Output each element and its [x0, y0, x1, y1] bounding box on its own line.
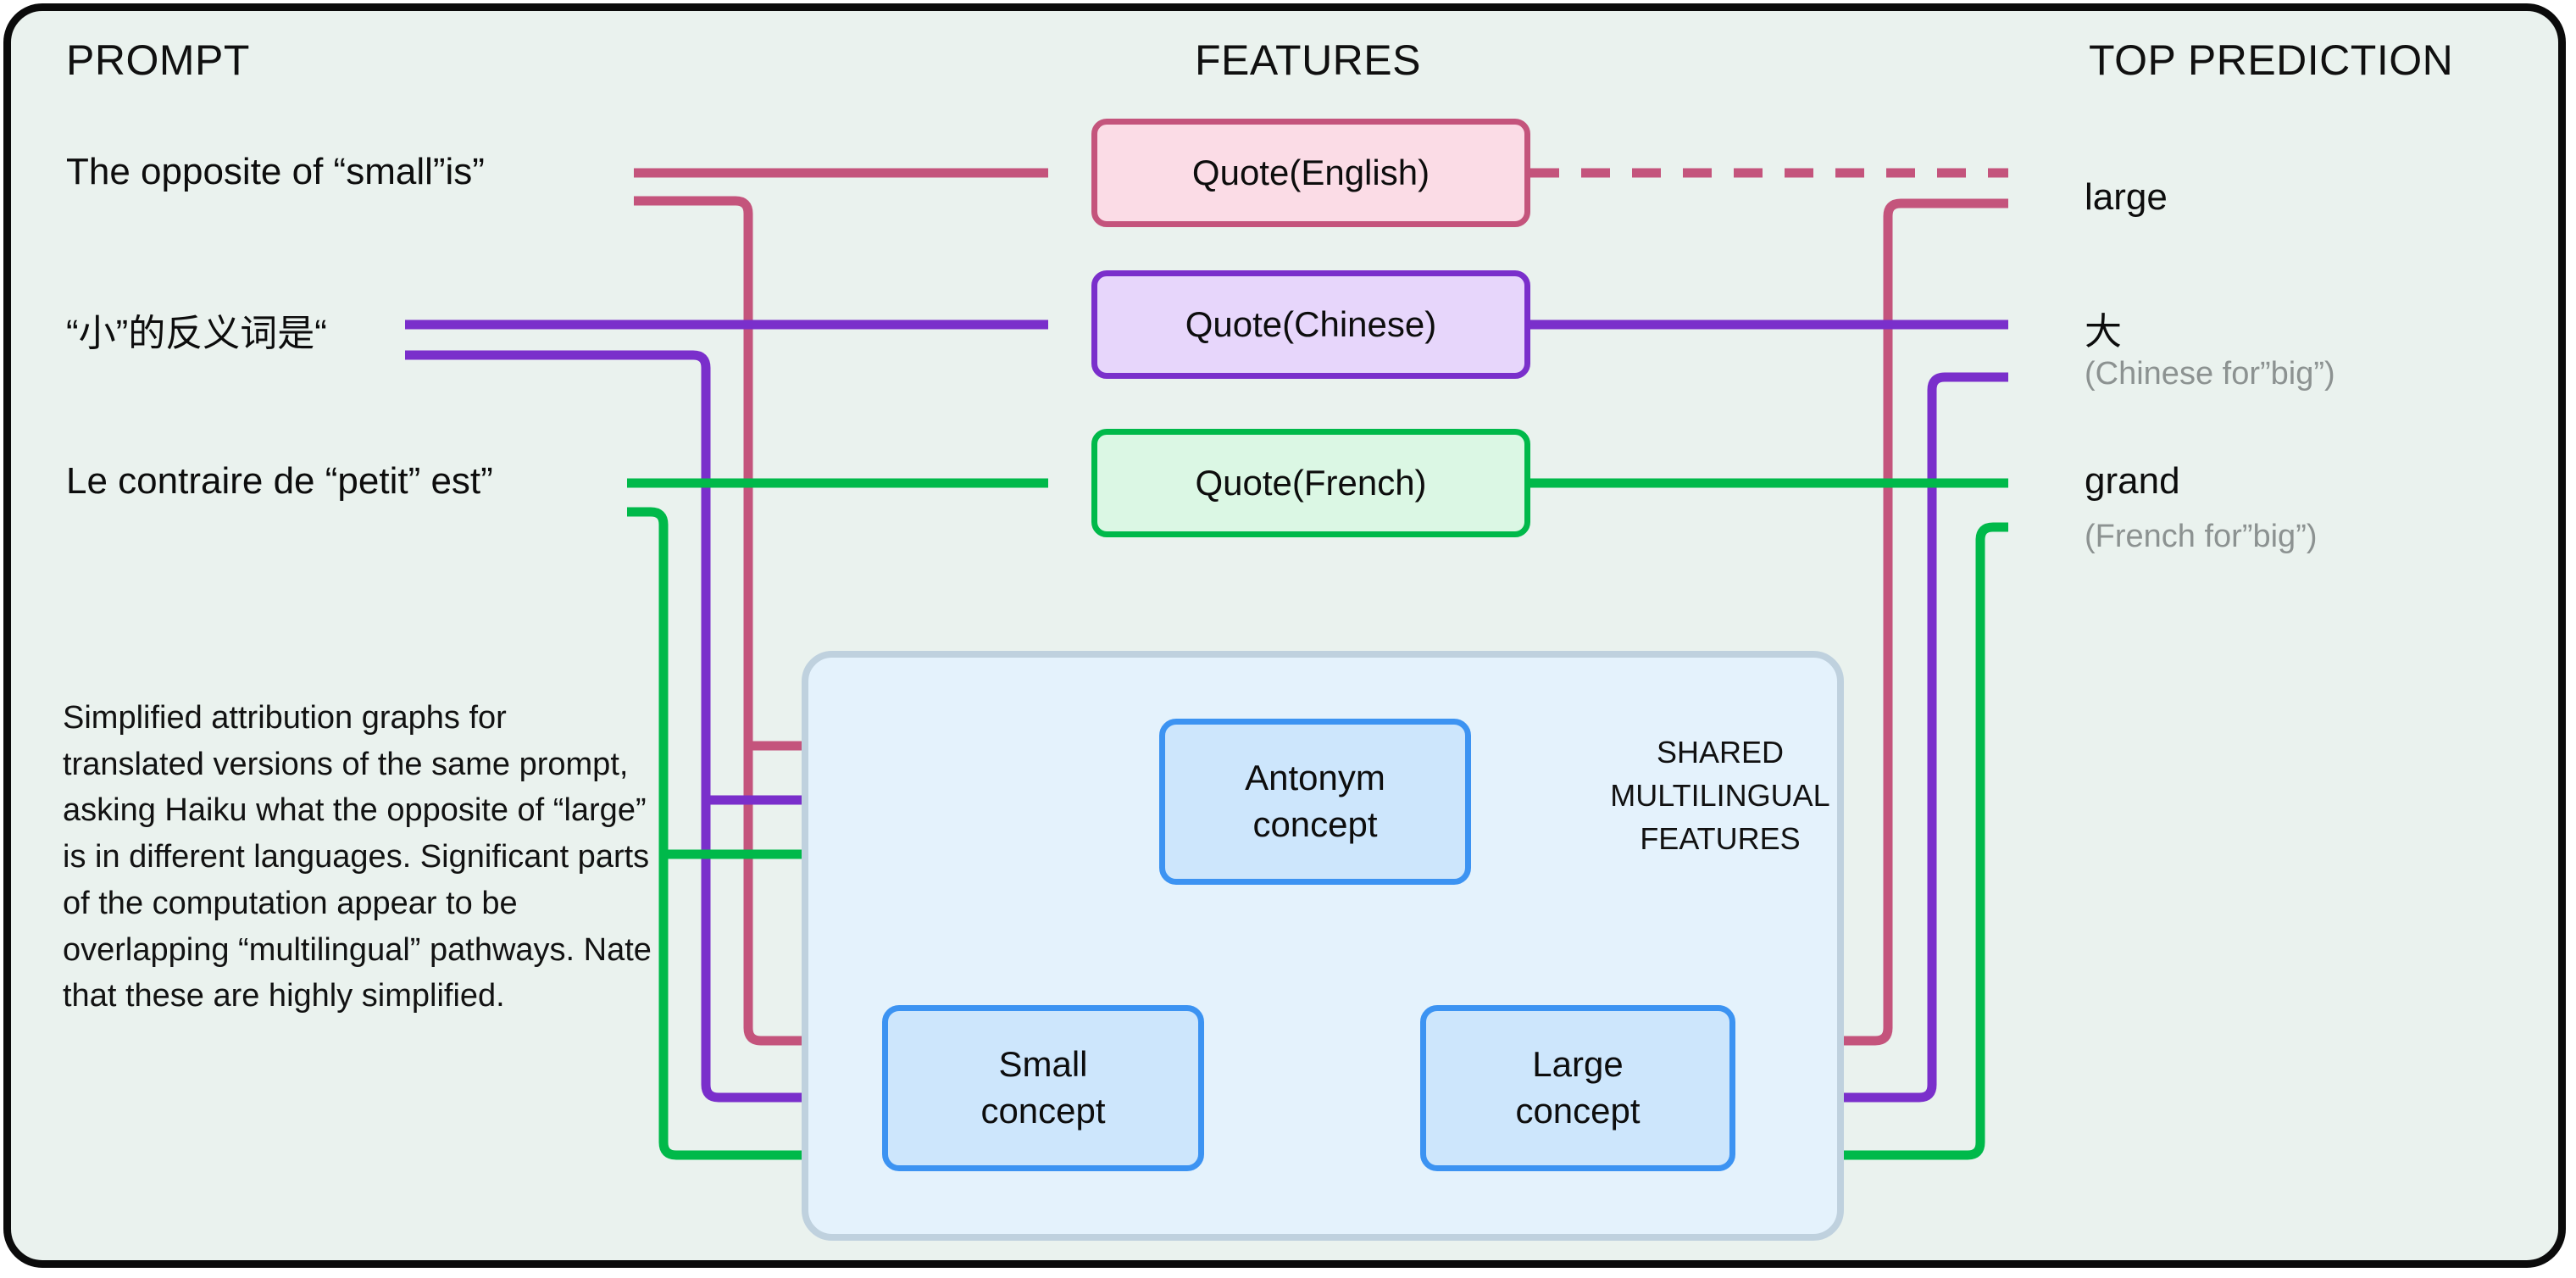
column-header-prompt: PROMPT: [66, 36, 250, 84]
wire-chinese-large-concept-to-prediction: [1731, 372, 2008, 1103]
wire-french-prompt-to-small: [658, 854, 847, 1160]
feature-box-quote-chinese[interactable]: Quote(Chinese): [1091, 270, 1530, 379]
wire-french-large-concept-to-prediction: [1731, 522, 2008, 1160]
feature-box-quote-english[interactable]: Quote(English): [1091, 119, 1530, 227]
concept-box-large[interactable]: Large concept: [1420, 1005, 1735, 1171]
wire-english-prompt-to-antonym: [634, 196, 1123, 751]
wire-chinese-prompt-to-small: [701, 800, 847, 1103]
prompt-text-english: The opposite of “small”is”: [66, 151, 485, 192]
wire-french-prompt-to-antonym: [627, 507, 1123, 859]
concept-box-antonym[interactable]: Antonym concept: [1159, 719, 1471, 885]
diagram-caption: Simplified attribution graphs for transl…: [63, 700, 652, 1014]
wire-english-large-concept-to-prediction: [1731, 198, 2008, 1046]
prediction-grand-gloss: (French for”big”): [2085, 519, 2318, 554]
wire-chinese-prompt-to-antonym: [405, 350, 1123, 805]
prediction-da: 大: [2085, 311, 2122, 353]
shared-multilingual-label: SHARED MULTILINGUAL FEATURES: [1610, 735, 1830, 857]
prompt-text-french: Le contraire de “petit” est”: [66, 460, 493, 502]
prompt-text-chinese: “小”的反义词是“: [66, 313, 327, 354]
prediction-large: large: [2085, 176, 2168, 218]
wire-english-prompt-to-small: [743, 746, 847, 1046]
prediction-da-gloss: (Chinese for”big”): [2085, 356, 2335, 392]
column-header-prediction: TOP PREDICTION: [2089, 36, 2454, 84]
feature-box-quote-french[interactable]: Quote(French): [1091, 429, 1530, 537]
column-header-features: FEATURES: [1195, 36, 1421, 84]
prediction-grand: grand: [2085, 460, 2180, 502]
concept-box-small[interactable]: Small concept: [882, 1005, 1204, 1171]
